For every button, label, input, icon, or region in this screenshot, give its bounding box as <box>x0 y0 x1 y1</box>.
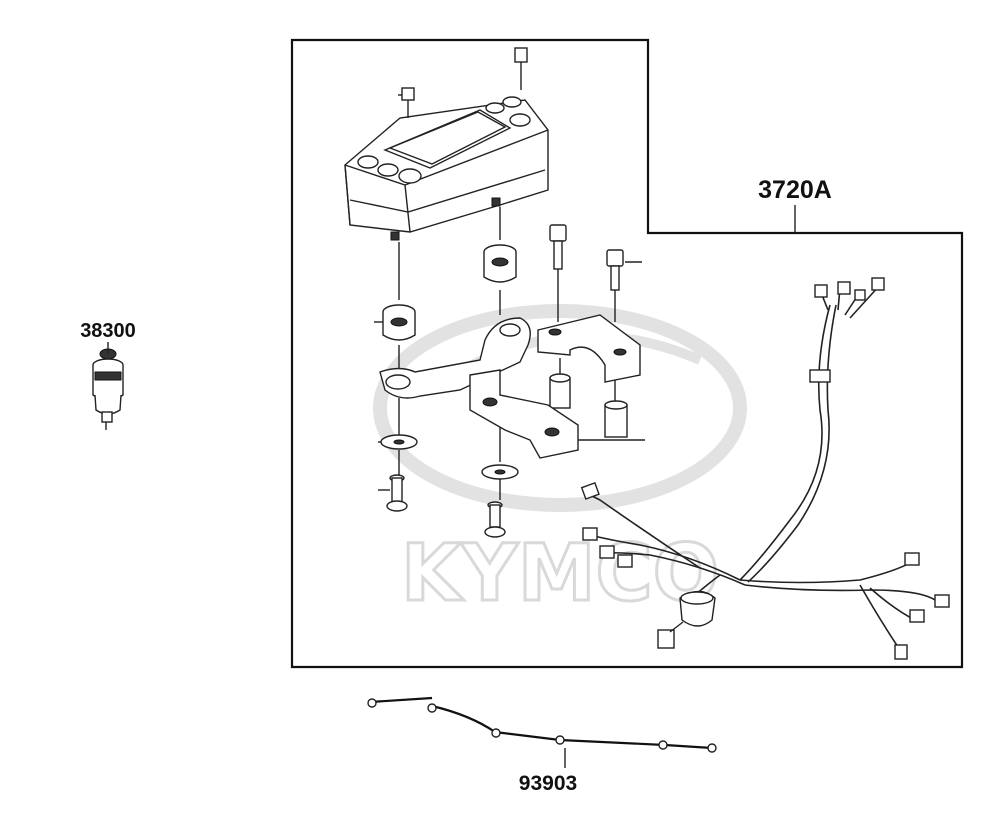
callout-3720a: 3720A <box>758 176 832 204</box>
wire-harness <box>580 277 950 660</box>
watermark-brand-text: KYMCO <box>401 529 719 619</box>
rubber-grommet-right <box>483 244 517 283</box>
mounting-bolt-left <box>386 474 408 512</box>
wire-clip-strip <box>367 696 717 768</box>
meter-assembly <box>344 47 549 241</box>
kymco-watermark: KYMCO <box>373 304 747 621</box>
washer-right <box>481 464 519 480</box>
rubber-grommet-left <box>382 304 416 341</box>
spacer-collar-1 <box>549 373 571 409</box>
washer-left <box>380 434 418 450</box>
socket-bolt-2 <box>606 249 624 291</box>
meter-bracket <box>379 317 531 399</box>
handlebar-clamp-lower <box>469 369 579 459</box>
handlebar-clamp-upper <box>537 314 641 383</box>
socket-bolt-1 <box>549 224 567 270</box>
callout-93903: 93903 <box>519 772 577 795</box>
spacer-collar-2 <box>604 400 628 438</box>
mounting-bolt-right <box>484 501 506 538</box>
assembly-frame <box>290 38 964 669</box>
ignition-switch <box>92 342 124 430</box>
callout-38300: 38300 <box>80 320 136 342</box>
